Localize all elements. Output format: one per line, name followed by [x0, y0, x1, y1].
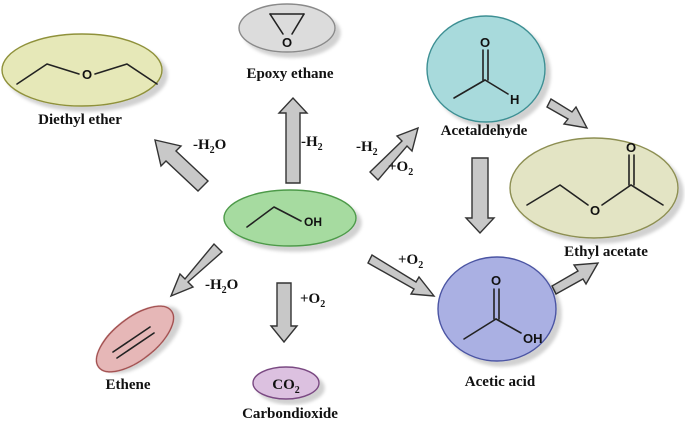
- diethyl-ether-o-atom: O: [82, 67, 92, 82]
- node-diethyl-ether: O Diethyl ether: [1, 33, 163, 128]
- reaction-labels: -H2O -H2 -H2 +O2 -H2O +O2 +O2: [193, 134, 423, 310]
- label-oxidation-to-co2: +O2: [300, 291, 325, 310]
- label-oxidation-to-acetaldehyde: +O2: [388, 159, 413, 178]
- co2-ellipse: [252, 366, 320, 400]
- epoxy-ethane-structure: O: [269, 13, 305, 50]
- ethanol-structure: OH: [246, 206, 322, 229]
- label-dehydrogenation-to-acetaldehyde: -H2: [356, 139, 378, 158]
- ethene-label: Ethene: [106, 377, 151, 393]
- ethyl-acetate-label: Ethyl acetate: [564, 244, 648, 260]
- arrow-acetaldehyde-to-acetic-acid: [464, 157, 496, 235]
- acetic-acid-oh-atom: OH: [523, 331, 543, 346]
- label-dehydration-to-ether: -H2O: [193, 137, 226, 156]
- acetaldehyde-ellipse: [426, 15, 546, 123]
- co2-label: Carbondioxide: [242, 406, 338, 422]
- co2-formula: CO2: [272, 377, 300, 396]
- acetaldehyde-structure: O H: [453, 35, 519, 107]
- arrow-to-epoxy-ethane: [277, 96, 309, 184]
- arrow-to-ethene: [169, 242, 224, 298]
- node-epoxy-ethane: O Epoxy ethane: [238, 3, 336, 82]
- label-dehydration-to-ethene: -H2O: [205, 277, 238, 296]
- label-oxidation-to-acetic-acid: +O2: [398, 252, 423, 271]
- diethyl-ether-ellipse: [1, 33, 163, 107]
- node-acetic-acid: O OH Acetic acid: [437, 256, 557, 390]
- node-acetaldehyde: O H Acetaldehyde: [426, 15, 546, 139]
- reaction-arrows: [154, 96, 600, 344]
- acetic-acid-structure: O OH: [463, 273, 543, 346]
- arrow-to-acetaldehyde: [369, 126, 420, 182]
- ethyl-acetate-ester-o-atom: O: [590, 203, 600, 218]
- acetic-acid-label: Acetic acid: [465, 374, 536, 390]
- arrow-to-diethyl-ether: [154, 139, 210, 192]
- arrow-acetic-acid-to-ethyl-acetate: [551, 262, 600, 295]
- node-ethyl-acetate: O O Ethyl acetate: [509, 137, 679, 260]
- arrow-to-co2: [269, 282, 299, 344]
- ethene-structure: [112, 326, 155, 359]
- epoxy-ethane-ellipse: [238, 3, 336, 53]
- acetaldehyde-o-atom: O: [480, 35, 490, 50]
- node-ethanol: OH: [223, 189, 357, 247]
- arrow-acetaldehyde-to-ethyl-acetate: [546, 98, 589, 129]
- node-co2: CO2 Carbondioxide: [242, 366, 338, 422]
- ethyl-acetate-ellipse: [509, 137, 679, 239]
- ethanol-oh-atom: OH: [304, 215, 322, 229]
- ethyl-acetate-structure: O O: [526, 140, 664, 218]
- node-ethene: Ethene: [95, 305, 175, 393]
- acetaldehyde-label: Acetaldehyde: [441, 123, 528, 139]
- label-dehydrogenation-to-epoxy: -H2: [301, 134, 323, 153]
- ethene-ellipse: [95, 305, 175, 373]
- arrow-to-acetic-acid: [367, 254, 436, 297]
- ethyl-acetate-carbonyl-o-atom: O: [626, 140, 636, 155]
- epoxy-ethane-label: Epoxy ethane: [246, 66, 333, 82]
- acetic-acid-o-atom: O: [491, 273, 501, 288]
- acetaldehyde-h-atom: H: [510, 92, 519, 107]
- epoxy-ethane-o-atom: O: [282, 35, 292, 50]
- diethyl-ether-label: Diethyl ether: [38, 112, 122, 128]
- diethyl-ether-structure: O: [16, 63, 158, 85]
- acetic-acid-ellipse: [437, 256, 557, 362]
- ethanol-ellipse: [223, 189, 357, 247]
